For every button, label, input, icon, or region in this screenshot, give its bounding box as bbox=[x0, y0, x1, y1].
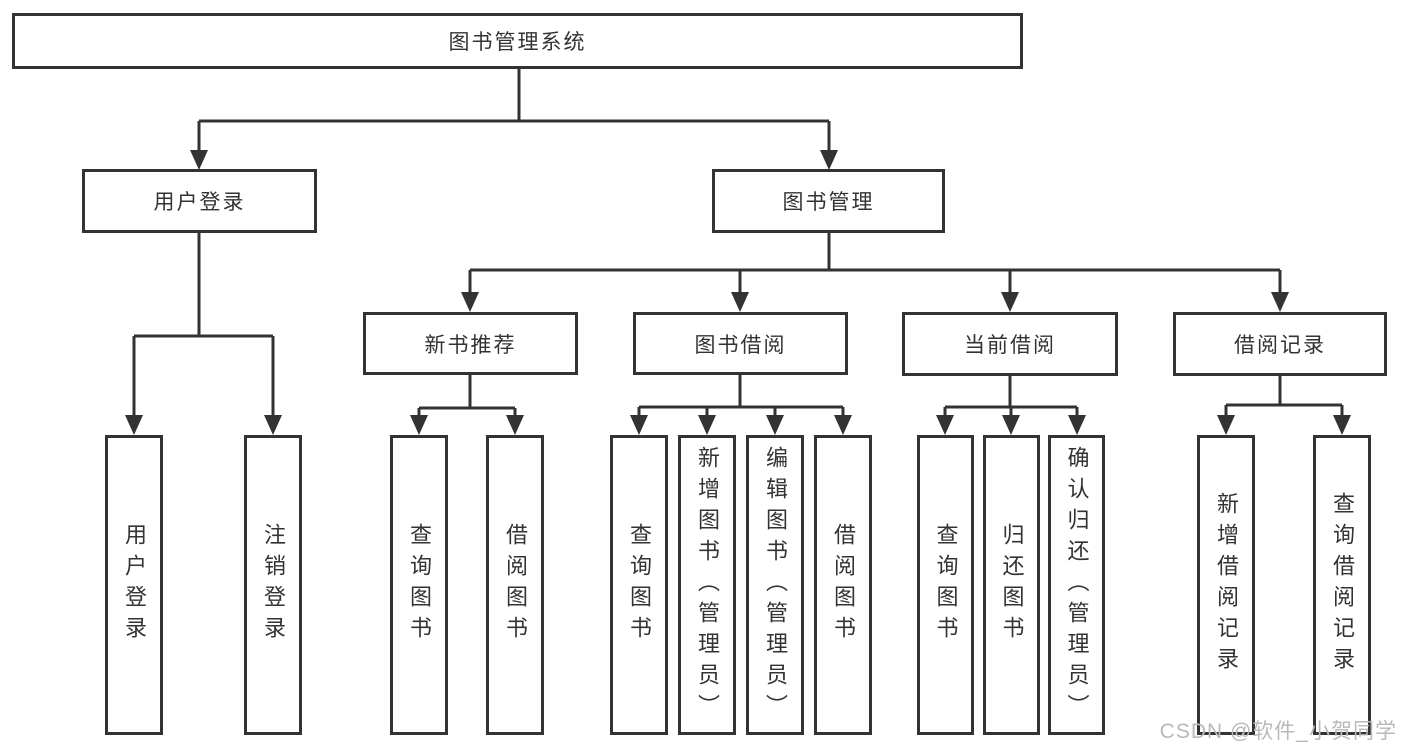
node-borrowing-records: 借阅记录 bbox=[1173, 312, 1387, 376]
leaf-borrowing-borrow-books: 借阅图书 bbox=[814, 435, 872, 735]
node-label: 注销登录 bbox=[261, 523, 286, 647]
node-label: 用户登录 bbox=[122, 523, 147, 647]
node-label: 借阅图书 bbox=[831, 523, 856, 647]
leaf-borrowing-query-books: 查询图书 bbox=[610, 435, 668, 735]
node-label: 用户登录 bbox=[153, 191, 246, 214]
leaf-newbook-query-books: 查询图书 bbox=[390, 435, 448, 735]
csdn-watermark: CSDN @软件_小贺同学 bbox=[1159, 720, 1397, 743]
node-label: 查询图书 bbox=[627, 523, 652, 647]
node-label: 确认归还（管理员） bbox=[1064, 445, 1090, 725]
node-label: 新书推荐 bbox=[424, 333, 517, 357]
node-root-library-management-system: 图书管理系统 bbox=[12, 13, 1023, 69]
leaf-records-query-borrow-record: 查询借阅记录 bbox=[1313, 435, 1371, 735]
node-user-login: 用户登录 bbox=[82, 169, 317, 233]
leaf-newbook-borrow-books: 借阅图书 bbox=[486, 435, 544, 735]
node-current-borrowing: 当前借阅 bbox=[902, 312, 1118, 376]
leaf-borrowing-edit-books-admin: 编辑图书（管理员） bbox=[746, 435, 804, 735]
node-label: 新增图书（管理员） bbox=[695, 445, 720, 725]
node-book-management: 图书管理 bbox=[712, 169, 945, 233]
leaf-current-query-books: 查询图书 bbox=[917, 435, 974, 735]
node-label: 当前借阅 bbox=[964, 334, 1056, 357]
node-label: 查询图书 bbox=[933, 523, 959, 647]
node-label: 图书管理 bbox=[782, 191, 875, 214]
leaf-records-add-borrow-record: 新增借阅记录 bbox=[1197, 435, 1255, 735]
node-label: 新增借阅记录 bbox=[1214, 492, 1239, 678]
node-label: 查询借阅记录 bbox=[1330, 492, 1355, 678]
node-book-borrowing: 图书借阅 bbox=[633, 312, 848, 375]
node-label: 图书管理系统 bbox=[448, 31, 587, 54]
node-label: 归还图书 bbox=[999, 523, 1025, 647]
node-new-book-recommend: 新书推荐 bbox=[363, 312, 578, 375]
node-label: 查询图书 bbox=[407, 523, 432, 647]
leaf-current-return-books: 归还图书 bbox=[983, 435, 1040, 735]
leaf-logout-login: 注销登录 bbox=[244, 435, 302, 735]
node-label: 图书借阅 bbox=[694, 333, 787, 357]
leaf-user-login: 用户登录 bbox=[105, 435, 163, 735]
node-label: 编辑图书（管理员） bbox=[763, 445, 788, 725]
node-label: 借阅记录 bbox=[1234, 334, 1326, 357]
leaf-borrowing-add-books-admin: 新增图书（管理员） bbox=[678, 435, 736, 735]
leaf-current-confirm-return-admin: 确认归还（管理员） bbox=[1048, 435, 1105, 735]
node-label: 借阅图书 bbox=[503, 523, 528, 647]
